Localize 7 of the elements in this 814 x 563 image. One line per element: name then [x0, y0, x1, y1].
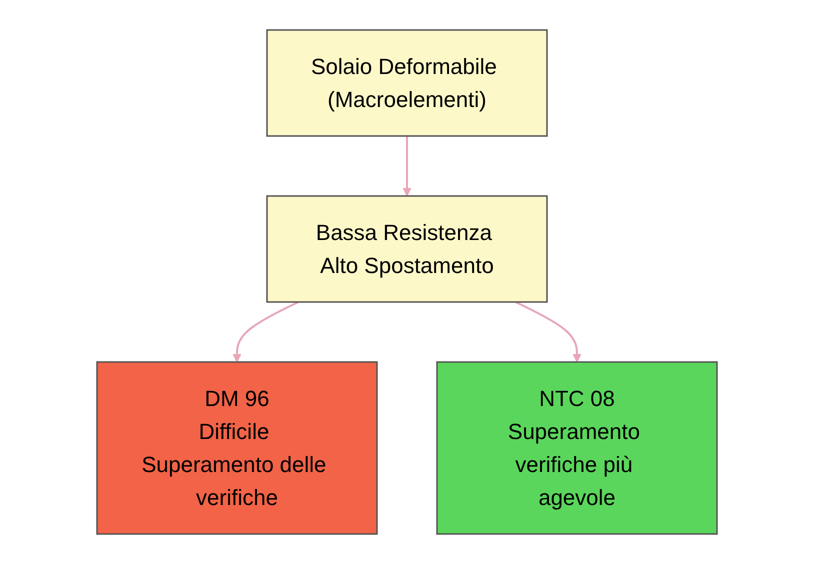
arrow: [515, 300, 582, 362]
arrow: [402, 136, 412, 196]
node-box: Solaio Deformabile (Macroelementi): [266, 28, 548, 136]
node-box: DM 96 Difficile Superamento delle verifiche: [96, 360, 378, 534]
node-box: Bassa Resistenza Alto Spostamento: [266, 194, 548, 302]
arrow: [232, 300, 299, 362]
node-box: NTC 08 Superamento verifiche più agevole: [436, 360, 718, 534]
